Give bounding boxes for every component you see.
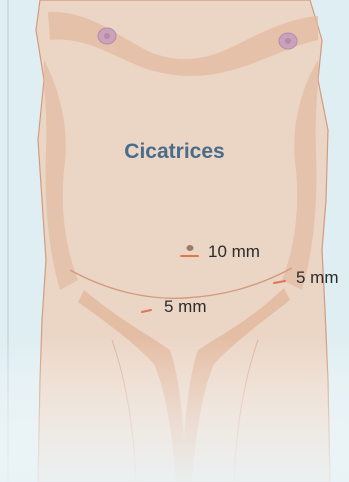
- diagram-title: Cicatrices: [0, 140, 349, 164]
- scar-label-umbilical: 10 mm: [208, 242, 260, 262]
- scar-label-right: 5 mm: [296, 268, 339, 288]
- scar-label-left: 5 mm: [164, 297, 207, 317]
